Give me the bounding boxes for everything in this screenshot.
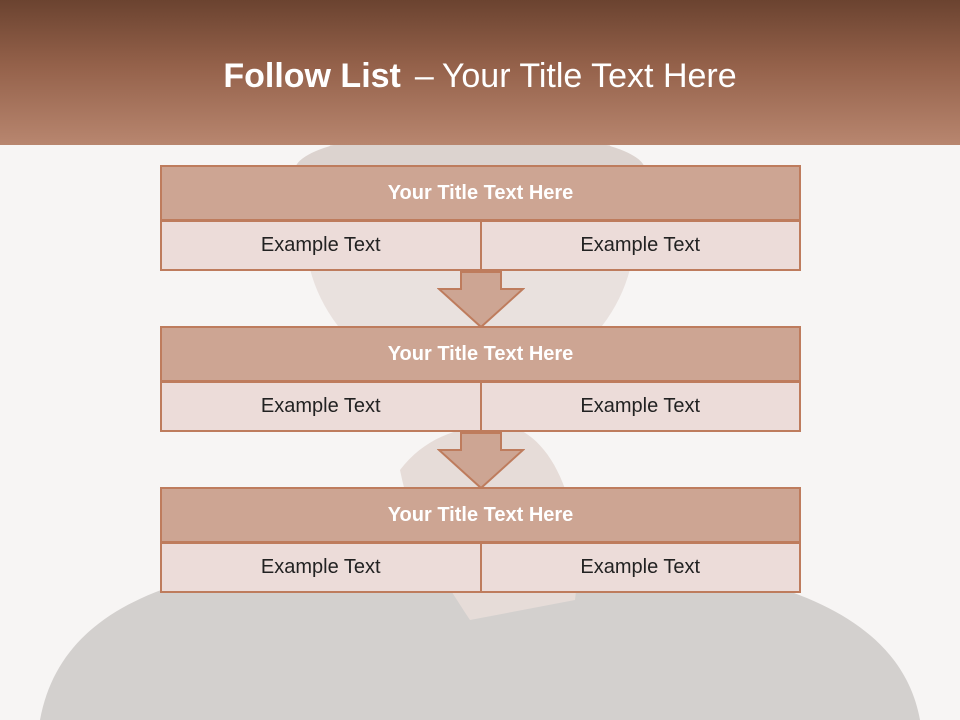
step-block-1: Your Title Text Here Example Text Exampl… xyxy=(160,165,801,271)
step-row: Example Text Example Text xyxy=(160,543,801,593)
step-row: Example Text Example Text xyxy=(160,221,801,271)
step-block-2: Your Title Text Here Example Text Exampl… xyxy=(160,326,801,432)
step-cell-left: Example Text xyxy=(160,543,481,593)
down-arrow-icon xyxy=(437,271,525,329)
step-cell-left: Example Text xyxy=(160,221,481,271)
down-arrow-icon xyxy=(437,432,525,490)
step-cell-left: Example Text xyxy=(160,382,481,432)
title-bar xyxy=(0,0,960,145)
step-cell-right: Example Text xyxy=(480,543,801,593)
title-dash: – xyxy=(414,57,434,95)
step-block-3: Your Title Text Here Example Text Exampl… xyxy=(160,487,801,593)
step-row: Example Text Example Text xyxy=(160,382,801,432)
step-cell-right: Example Text xyxy=(480,221,801,271)
step-title: Your Title Text Here xyxy=(160,165,801,221)
title-bold: Follow List xyxy=(223,57,401,95)
step-cell-right: Example Text xyxy=(480,382,801,432)
title-rest: Your Title Text Here xyxy=(441,57,737,95)
step-title: Your Title Text Here xyxy=(160,326,801,382)
slide-title: Follow List–Your Title Text Here xyxy=(0,52,960,100)
step-title: Your Title Text Here xyxy=(160,487,801,543)
